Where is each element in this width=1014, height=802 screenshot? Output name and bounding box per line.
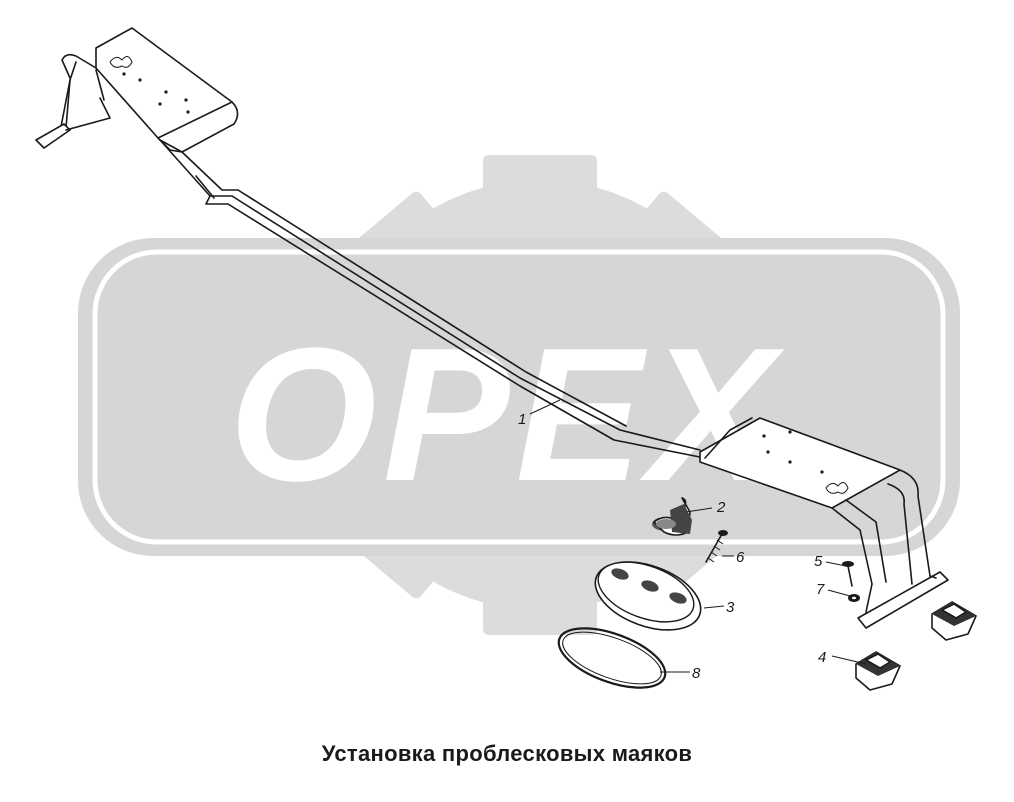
clamp-block-upper — [931, 601, 977, 641]
callout-6: 6 — [736, 549, 745, 566]
gasket-ring-part-8 — [557, 627, 667, 689]
callout-4: 4 — [818, 649, 826, 666]
diagram-caption: Установка проблесковых маяков — [321, 741, 693, 766]
callout-7: 7 — [816, 581, 825, 598]
bracket-frame-part-1 — [35, 27, 949, 629]
base-disc-part-3 — [594, 561, 702, 631]
watermark-logo: OPEX — [78, 155, 960, 635]
screw-part-6 — [705, 530, 728, 563]
callout-8: 8 — [692, 665, 701, 682]
grommet-part-2 — [652, 497, 692, 536]
washer-part-7 — [848, 594, 860, 602]
callout-1: 1 — [518, 411, 526, 428]
callout-5: 5 — [814, 553, 823, 570]
clamp-block-part-4 — [855, 651, 901, 691]
bolt-part-5 — [842, 561, 854, 587]
callout-2: 2 — [716, 499, 726, 516]
leader-lines — [529, 399, 867, 673]
callout-3: 3 — [726, 599, 735, 616]
watermark-text: OPEX — [229, 309, 785, 521]
